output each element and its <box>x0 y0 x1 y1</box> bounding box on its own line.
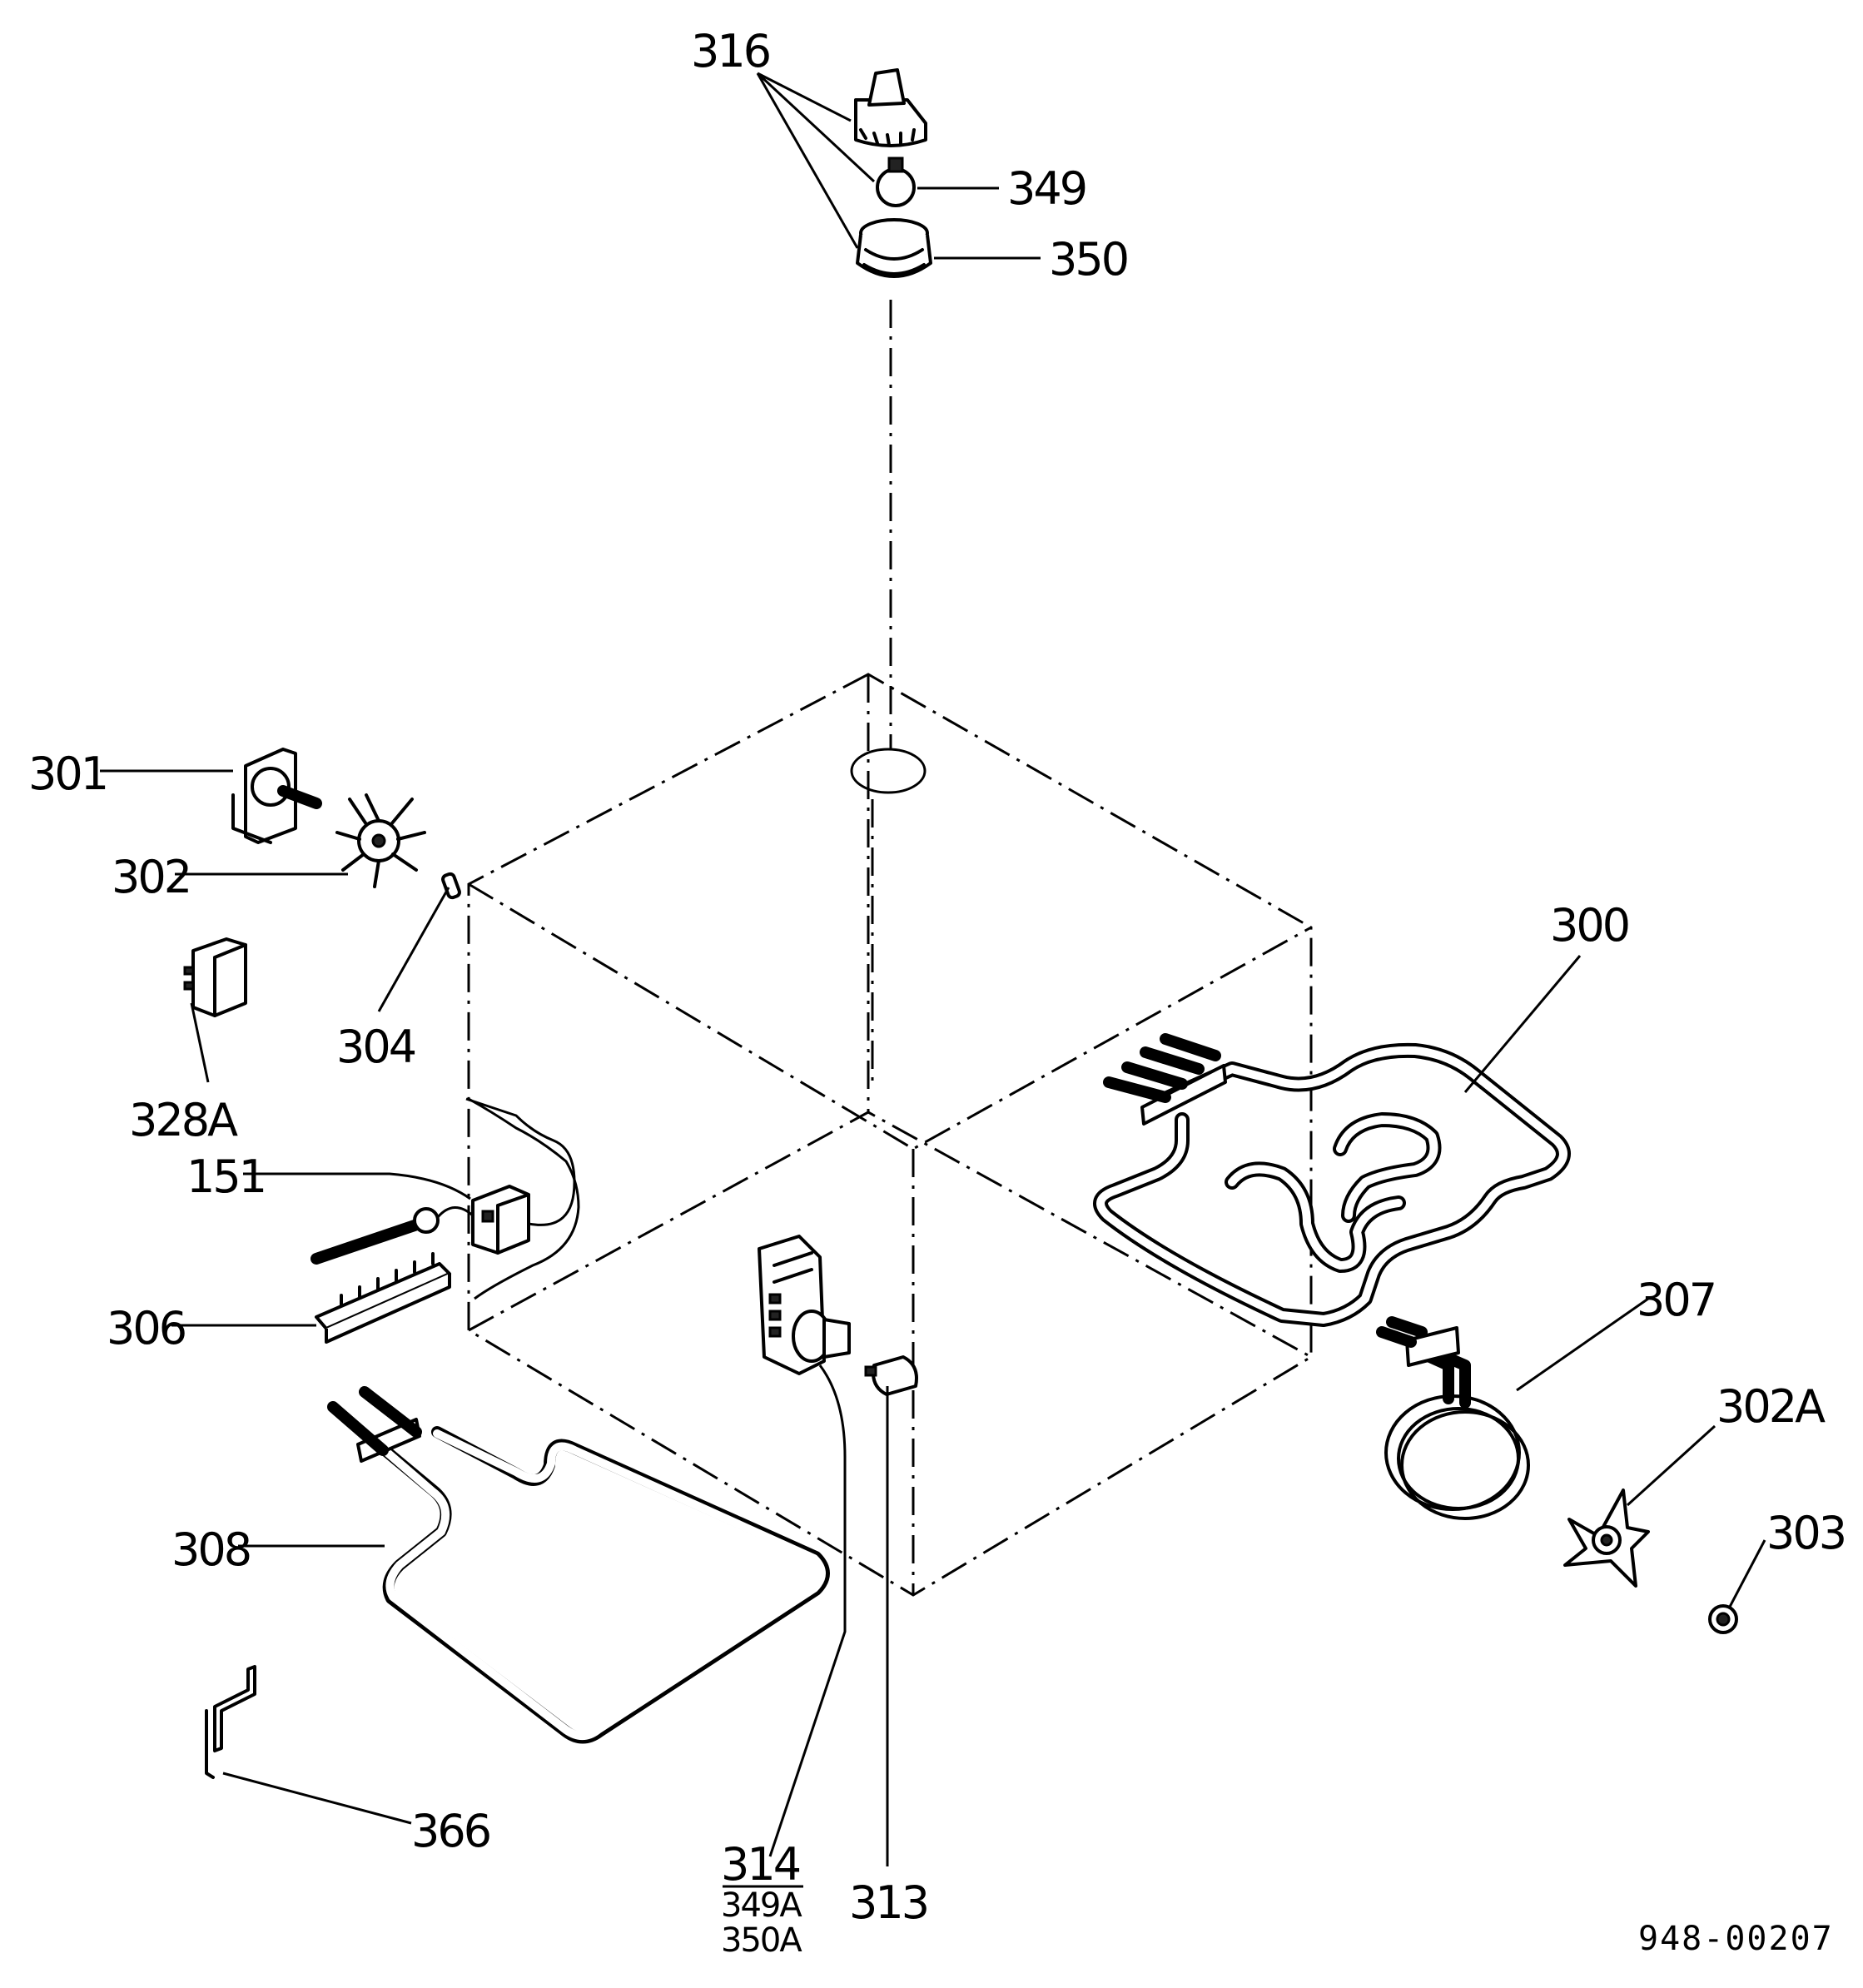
label-349a: 349A <box>721 1886 802 1925</box>
label-350a: 350A <box>721 1921 802 1960</box>
lamp-glass-cap <box>864 1355 918 1396</box>
label-314: 314 <box>721 1838 800 1891</box>
label-350: 350 <box>1049 233 1127 286</box>
mounting-bracket <box>205 1665 256 1779</box>
label-151: 151 <box>186 1151 265 1203</box>
grill-heating-element <box>1093 1033 1571 1327</box>
lamp-cover-knob <box>854 68 927 147</box>
ring-heating-element <box>1376 1316 1530 1520</box>
oven-cavity-outline <box>467 673 1313 1597</box>
bottom-heating-element <box>327 1386 830 1744</box>
label-302: 302 <box>112 851 190 903</box>
pin-part <box>441 872 461 900</box>
wiring-harness <box>468 1097 580 1300</box>
fan-motor <box>231 748 322 844</box>
lamp-bulb <box>876 157 916 207</box>
terminal-block <box>315 1252 451 1344</box>
convection-fan-blade <box>1563 1489 1650 1588</box>
label-306: 306 <box>107 1302 185 1354</box>
label-307: 307 <box>1637 1274 1715 1326</box>
cooling-fan-blade <box>335 793 426 888</box>
label-304: 304 <box>336 1021 415 1073</box>
drawing-code: 948-00207 <box>1638 1920 1834 1958</box>
label-313: 313 <box>849 1876 927 1929</box>
leader-lines <box>100 72 1766 1888</box>
label-300: 300 <box>1550 899 1628 952</box>
label-302a: 302A <box>1716 1380 1826 1433</box>
label-316: 316 <box>691 25 769 77</box>
label-349: 349 <box>1007 162 1086 215</box>
label-301: 301 <box>28 748 107 800</box>
oven-lamp-assembly <box>758 1235 851 1375</box>
label-366: 366 <box>411 1805 489 1857</box>
label-328a: 328A <box>129 1094 238 1146</box>
label-303: 303 <box>1766 1507 1845 1559</box>
label-308: 308 <box>171 1523 250 1576</box>
selector-switch <box>183 937 247 1017</box>
thermostat <box>310 1097 576 1265</box>
fan-nut <box>1708 1604 1738 1634</box>
lamp-holder <box>856 218 932 278</box>
